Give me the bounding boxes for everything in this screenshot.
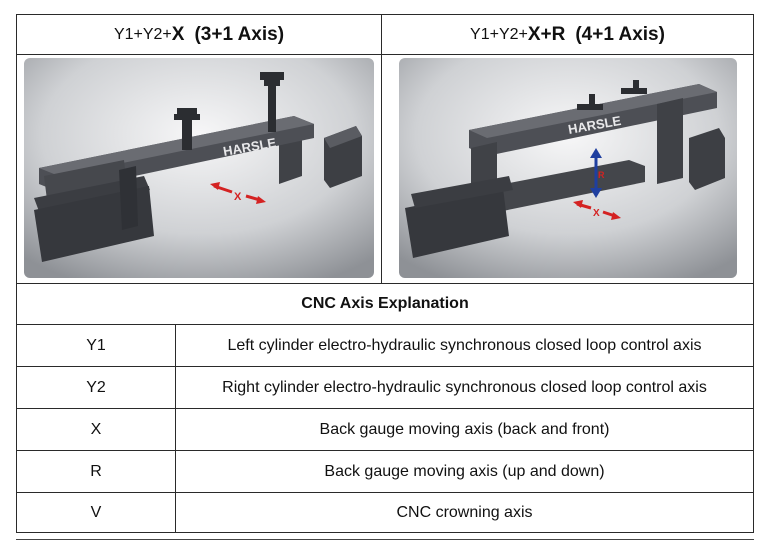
right-header: Y1+Y2+ X+R (4+1 Axis) <box>381 14 754 55</box>
table-row-axis: Y1 <box>16 324 176 367</box>
right-header-config: (4+1 Axis) <box>575 23 665 45</box>
table-row-axis: X <box>16 408 176 451</box>
left-header: Y1+Y2+ X (3+1 Axis) <box>16 14 382 55</box>
footer-rule <box>16 539 754 540</box>
table-row-description: Back gauge moving axis (back and front) <box>175 408 754 451</box>
table-row-axis: R <box>16 450 176 493</box>
table-row-description: Left cylinder electro-hydraulic synchron… <box>175 324 754 367</box>
table-row-axis: V <box>16 492 176 533</box>
right-header-prefix: Y1+Y2+ <box>470 25 528 43</box>
backgauge-3plus1-image: HARSLE X <box>24 58 374 278</box>
left-x-label: X <box>234 191 242 203</box>
axis-comparison-sheet: Y1+Y2+ X (3+1 Axis) Y1+Y2+ X+R (4+1 Axis… <box>16 14 754 533</box>
table-title: CNC Axis Explanation <box>16 283 754 325</box>
table-row-description: Right cylinder electro-hydraulic synchro… <box>175 366 754 409</box>
table-row-description: CNC crowning axis <box>175 492 754 533</box>
right-r-label: R <box>598 170 605 180</box>
table-row-axis: Y2 <box>16 366 176 409</box>
left-header-axes: X <box>171 23 185 45</box>
backgauge-4plus1-image: HARSLE R X <box>399 58 737 278</box>
left-header-config: (3+1 Axis) <box>194 23 285 45</box>
table-row-description: Back gauge moving axis (up and down) <box>175 450 754 493</box>
right-header-axes: X+R <box>527 23 566 45</box>
left-header-prefix: Y1+Y2+ <box>113 25 172 43</box>
right-x-label: X <box>593 208 600 219</box>
